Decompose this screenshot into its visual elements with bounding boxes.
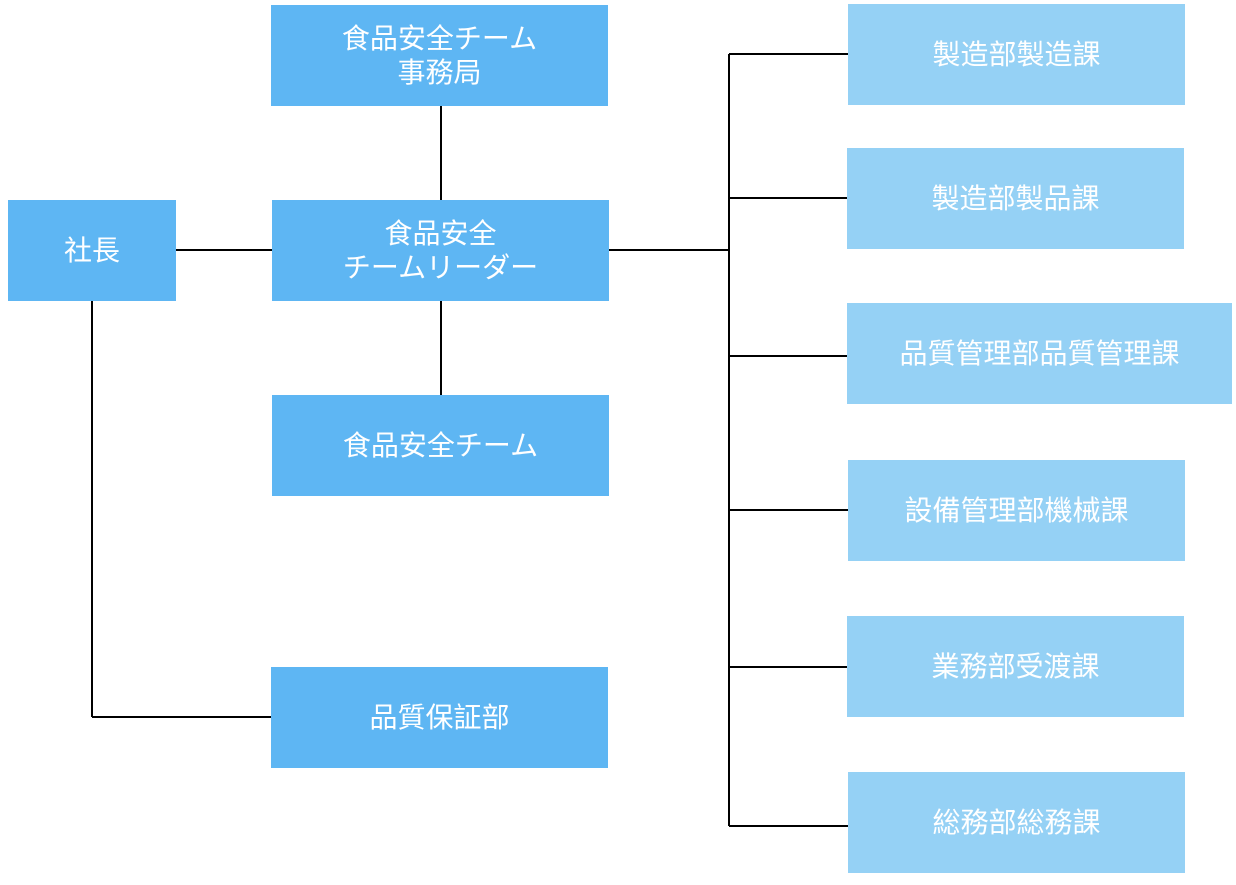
department-box: 製造部製造課 bbox=[848, 4, 1185, 105]
secretariat-label-line2: 事務局 bbox=[397, 55, 482, 89]
food-safety-team-secretariat-box: 食品安全チーム 事務局 bbox=[271, 5, 608, 106]
quality-assurance-dept-box: 品質保証部 bbox=[271, 667, 608, 768]
department-label: 品質管理部品質管理課 bbox=[899, 336, 1180, 370]
department-box: 業務部受渡課 bbox=[847, 616, 1184, 717]
food-safety-team-leader-box: 食品安全 チームリーダー bbox=[272, 200, 609, 301]
department-label: 業務部受渡課 bbox=[931, 649, 1100, 683]
department-box: 総務部総務課 bbox=[848, 772, 1185, 873]
department-label: 製造部製品課 bbox=[931, 181, 1100, 215]
department-box: 設備管理部機械課 bbox=[848, 460, 1185, 561]
department-box: 製造部製品課 bbox=[847, 148, 1184, 249]
president-box: 社長 bbox=[8, 200, 176, 301]
quality-assurance-label: 品質保証部 bbox=[369, 700, 510, 734]
secretariat-label-line1: 食品安全チーム bbox=[341, 21, 538, 55]
department-box: 品質管理部品質管理課 bbox=[847, 303, 1232, 404]
leader-label-line1: 食品安全 bbox=[384, 216, 497, 250]
president-label: 社長 bbox=[63, 233, 120, 267]
department-label: 総務部総務課 bbox=[932, 805, 1101, 839]
department-label: 設備管理部機械課 bbox=[904, 493, 1129, 527]
food-safety-team-box: 食品安全チーム bbox=[272, 395, 609, 496]
department-label: 製造部製造課 bbox=[932, 37, 1101, 71]
leader-label-line2: チームリーダー bbox=[342, 250, 539, 284]
team-label: 食品安全チーム bbox=[342, 428, 539, 462]
